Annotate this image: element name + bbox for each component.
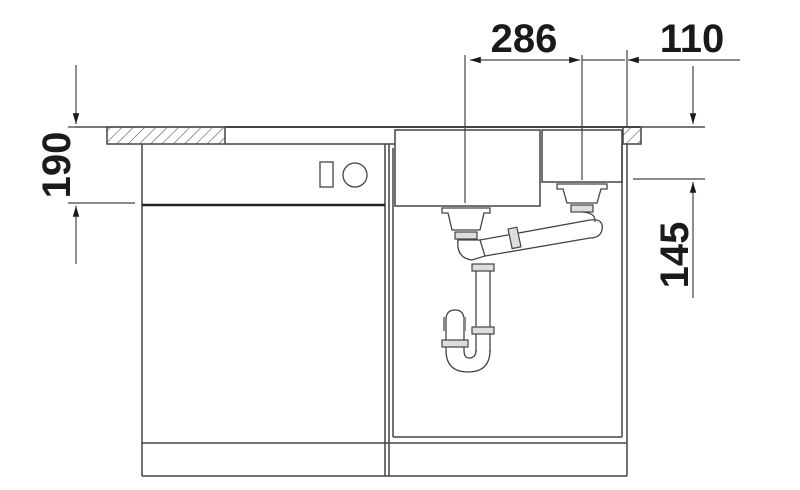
siphon-clip-left [443,317,446,331]
dimension-label-110: 110 [660,17,725,61]
dimension-label-286: 286 [491,17,558,61]
overflow-connecting-pipe [457,211,603,261]
siphon-trap [441,263,495,373]
dishwasher [141,144,386,477]
countertop-hatch-right [622,126,642,145]
dishwasher-power-button-icon [342,162,368,188]
main-drain-basket [441,207,491,231]
siphon-clip-right [463,317,466,331]
countertop-hatch-left [106,126,226,145]
pipe-coupling [507,226,522,250]
dimension-label-145: 145 [653,222,697,289]
main-drain-elbow [457,239,486,261]
small-drain-basket [556,183,608,204]
dimension-145: 145 [633,66,705,298]
dimension-110: 110 [582,17,740,127]
sink-cabinet [385,144,628,477]
countertop [75,126,705,145]
dimension-286: 286 [470,17,580,64]
dishwasher-display-icon [319,161,334,188]
small-sink-bowl [541,55,623,213]
main-sink-bowl [394,55,541,240]
dimension-label-190: 190 [35,132,79,199]
dimension-190: 190 [35,65,135,264]
